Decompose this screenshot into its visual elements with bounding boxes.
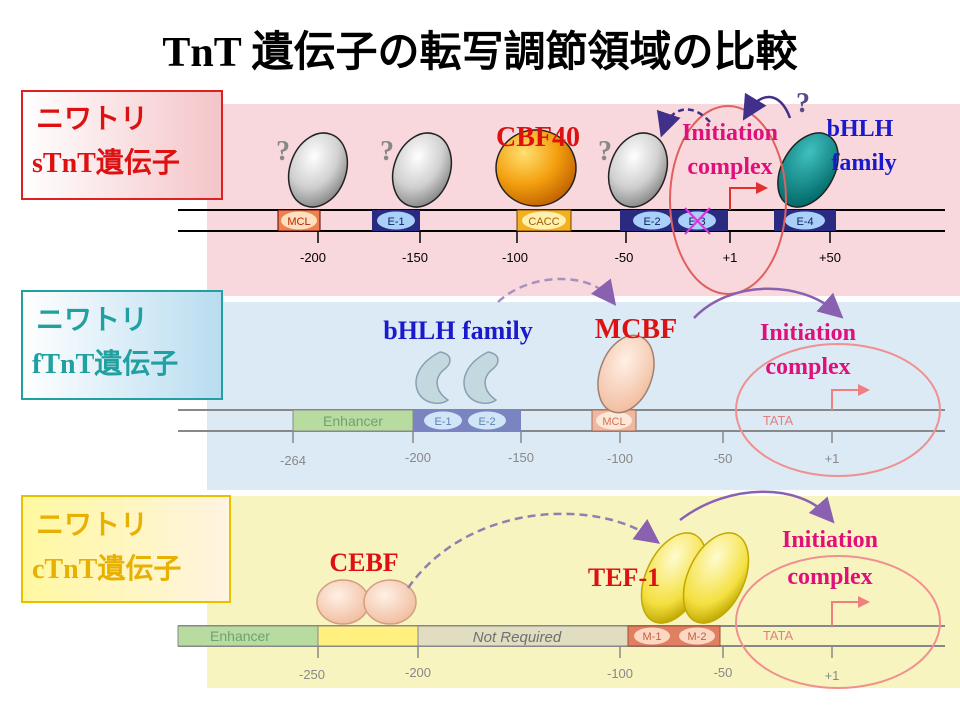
svg-text:MCL: MCL xyxy=(287,216,310,228)
panel-2-tick-label: -100 xyxy=(607,451,633,466)
svg-text:Enhancer: Enhancer xyxy=(210,628,270,644)
panel-3-label-box xyxy=(21,495,231,603)
transcription-start-arrow xyxy=(831,389,862,410)
panel-3-tick-label: -50 xyxy=(714,665,733,680)
cbf40-label: CBF40 xyxy=(496,122,580,153)
initiation-complex-outline-3 xyxy=(735,555,941,689)
bhlh-family-label: bHLH family xyxy=(383,316,533,345)
interaction-arrow-dashed xyxy=(497,277,617,306)
panel-1-tick-label: -50 xyxy=(615,250,634,265)
bhlh-label-line2: family xyxy=(831,150,896,176)
mcbf-protein xyxy=(597,334,655,414)
svg-text:MCL: MCL xyxy=(602,416,625,428)
initiation-label-line1: Initiation xyxy=(682,120,778,146)
element-enhancer: Enhancer xyxy=(292,409,414,432)
panel-3-tick-label: -100 xyxy=(607,666,633,681)
svg-text:M-2: M-2 xyxy=(688,631,707,643)
initiation-complex-outline-2 xyxy=(735,343,941,477)
panel-1-tick-label: +50 xyxy=(819,250,841,265)
svg-text:E-2: E-2 xyxy=(478,416,495,428)
bhlh-protein xyxy=(463,351,499,405)
svg-text:E-1: E-1 xyxy=(387,216,404,228)
element-mcl: MCL xyxy=(591,409,637,432)
panel-1-tick-label: -150 xyxy=(402,250,428,265)
transcription-start-arrow xyxy=(729,187,760,210)
panel-3-label-line1: ニワトリ xyxy=(36,510,148,541)
cebf-label: CEBF xyxy=(329,548,398,577)
element-m1-m2: M-1 M-2 xyxy=(627,625,721,647)
initiation-label-line2: complex xyxy=(765,354,850,380)
svg-text:E-4: E-4 xyxy=(796,216,813,228)
panel-2-label-box xyxy=(21,290,223,400)
svg-text:Enhancer: Enhancer xyxy=(323,413,383,429)
initiation-label-line1: Initiation xyxy=(760,320,856,346)
bhlh-protein-teal xyxy=(777,132,839,208)
element-e1-e2: E-1 E-2 xyxy=(413,410,521,431)
interaction-arrow-dashed xyxy=(406,512,661,589)
page-title: TnT 遺伝子の転写調節領域の比較 xyxy=(162,28,798,76)
panel-2-tick-label: -264 xyxy=(280,453,306,468)
panel-2-tick-label: +1 xyxy=(825,451,840,466)
panel-1-label-line1: ニワトリ xyxy=(36,104,148,135)
panel-2-label-line1: ニワトリ xyxy=(36,305,148,336)
unknown-protein-3 xyxy=(607,132,669,208)
question-mark: ? xyxy=(276,136,290,167)
question-mark: ? xyxy=(598,136,612,167)
element-tata: TATA xyxy=(763,628,794,643)
panel-1-tick-label: +1 xyxy=(723,250,738,265)
svg-text:CACC: CACC xyxy=(528,216,559,228)
panel-2-tick-label: -150 xyxy=(508,450,534,465)
tef1-protein xyxy=(682,532,750,624)
panel-2-tick-label: -200 xyxy=(405,450,431,465)
panel-3-tick-label: -200 xyxy=(405,665,431,680)
svg-text:Not Required: Not Required xyxy=(473,629,562,646)
question-mark: ? xyxy=(796,88,810,119)
unknown-protein-2 xyxy=(391,132,453,208)
element-cacc: CACC xyxy=(516,209,572,232)
element-e2-e3: E-2 E-3 xyxy=(620,210,728,231)
element-yellow-block xyxy=(317,625,419,647)
initiation-complex-outline-1 xyxy=(669,105,787,295)
initiation-label-line2: complex xyxy=(787,564,872,590)
panel-3-tick-label: +1 xyxy=(825,668,840,683)
element-tata: TATA xyxy=(763,413,794,428)
svg-text:E-2: E-2 xyxy=(643,216,660,228)
interaction-arrow-dashed xyxy=(656,108,711,138)
panel-1-label-line2: sTnT遺伝子 xyxy=(32,147,180,179)
mcbf-label: MCBF xyxy=(595,314,677,345)
panel-1-tick-label: -200 xyxy=(300,250,326,265)
panel-1-label-box xyxy=(21,90,223,200)
bhlh-protein xyxy=(415,351,451,405)
element-e1: E-1 xyxy=(372,210,420,231)
panel-2-background xyxy=(207,302,960,490)
initiation-label-line1: Initiation xyxy=(782,527,878,553)
panel-3-label-line2: cTnT遺伝子 xyxy=(32,553,181,585)
question-mark: ? xyxy=(380,136,394,167)
transcription-start-arrow xyxy=(831,601,862,626)
interaction-arrow xyxy=(742,92,792,121)
element-e3-cross-mark xyxy=(684,207,711,235)
panel-2-tick-label: -50 xyxy=(714,451,733,466)
svg-text:E-1: E-1 xyxy=(434,416,451,428)
element-e4: E-4 xyxy=(774,210,836,231)
cbf40-protein xyxy=(495,129,577,207)
interaction-arrow xyxy=(679,490,835,524)
tef1-label: TEF-1 xyxy=(588,563,660,592)
panel-3-tick-label: -250 xyxy=(299,667,325,682)
interaction-arrow xyxy=(693,287,844,319)
unknown-protein-1 xyxy=(287,132,349,208)
element-mcl: MCL xyxy=(277,209,321,232)
svg-text:M-1: M-1 xyxy=(643,631,662,643)
initiation-label-line2: complex xyxy=(687,154,772,180)
panel-2-label-line2: fTnT遺伝子 xyxy=(32,348,178,380)
element-not-required: Not Required xyxy=(417,625,629,647)
bhlh-label-line1: bHLH xyxy=(827,116,894,142)
panel-1-tick-label: -100 xyxy=(502,250,528,265)
element-enhancer: Enhancer xyxy=(177,625,319,647)
cebf-protein xyxy=(316,579,417,625)
